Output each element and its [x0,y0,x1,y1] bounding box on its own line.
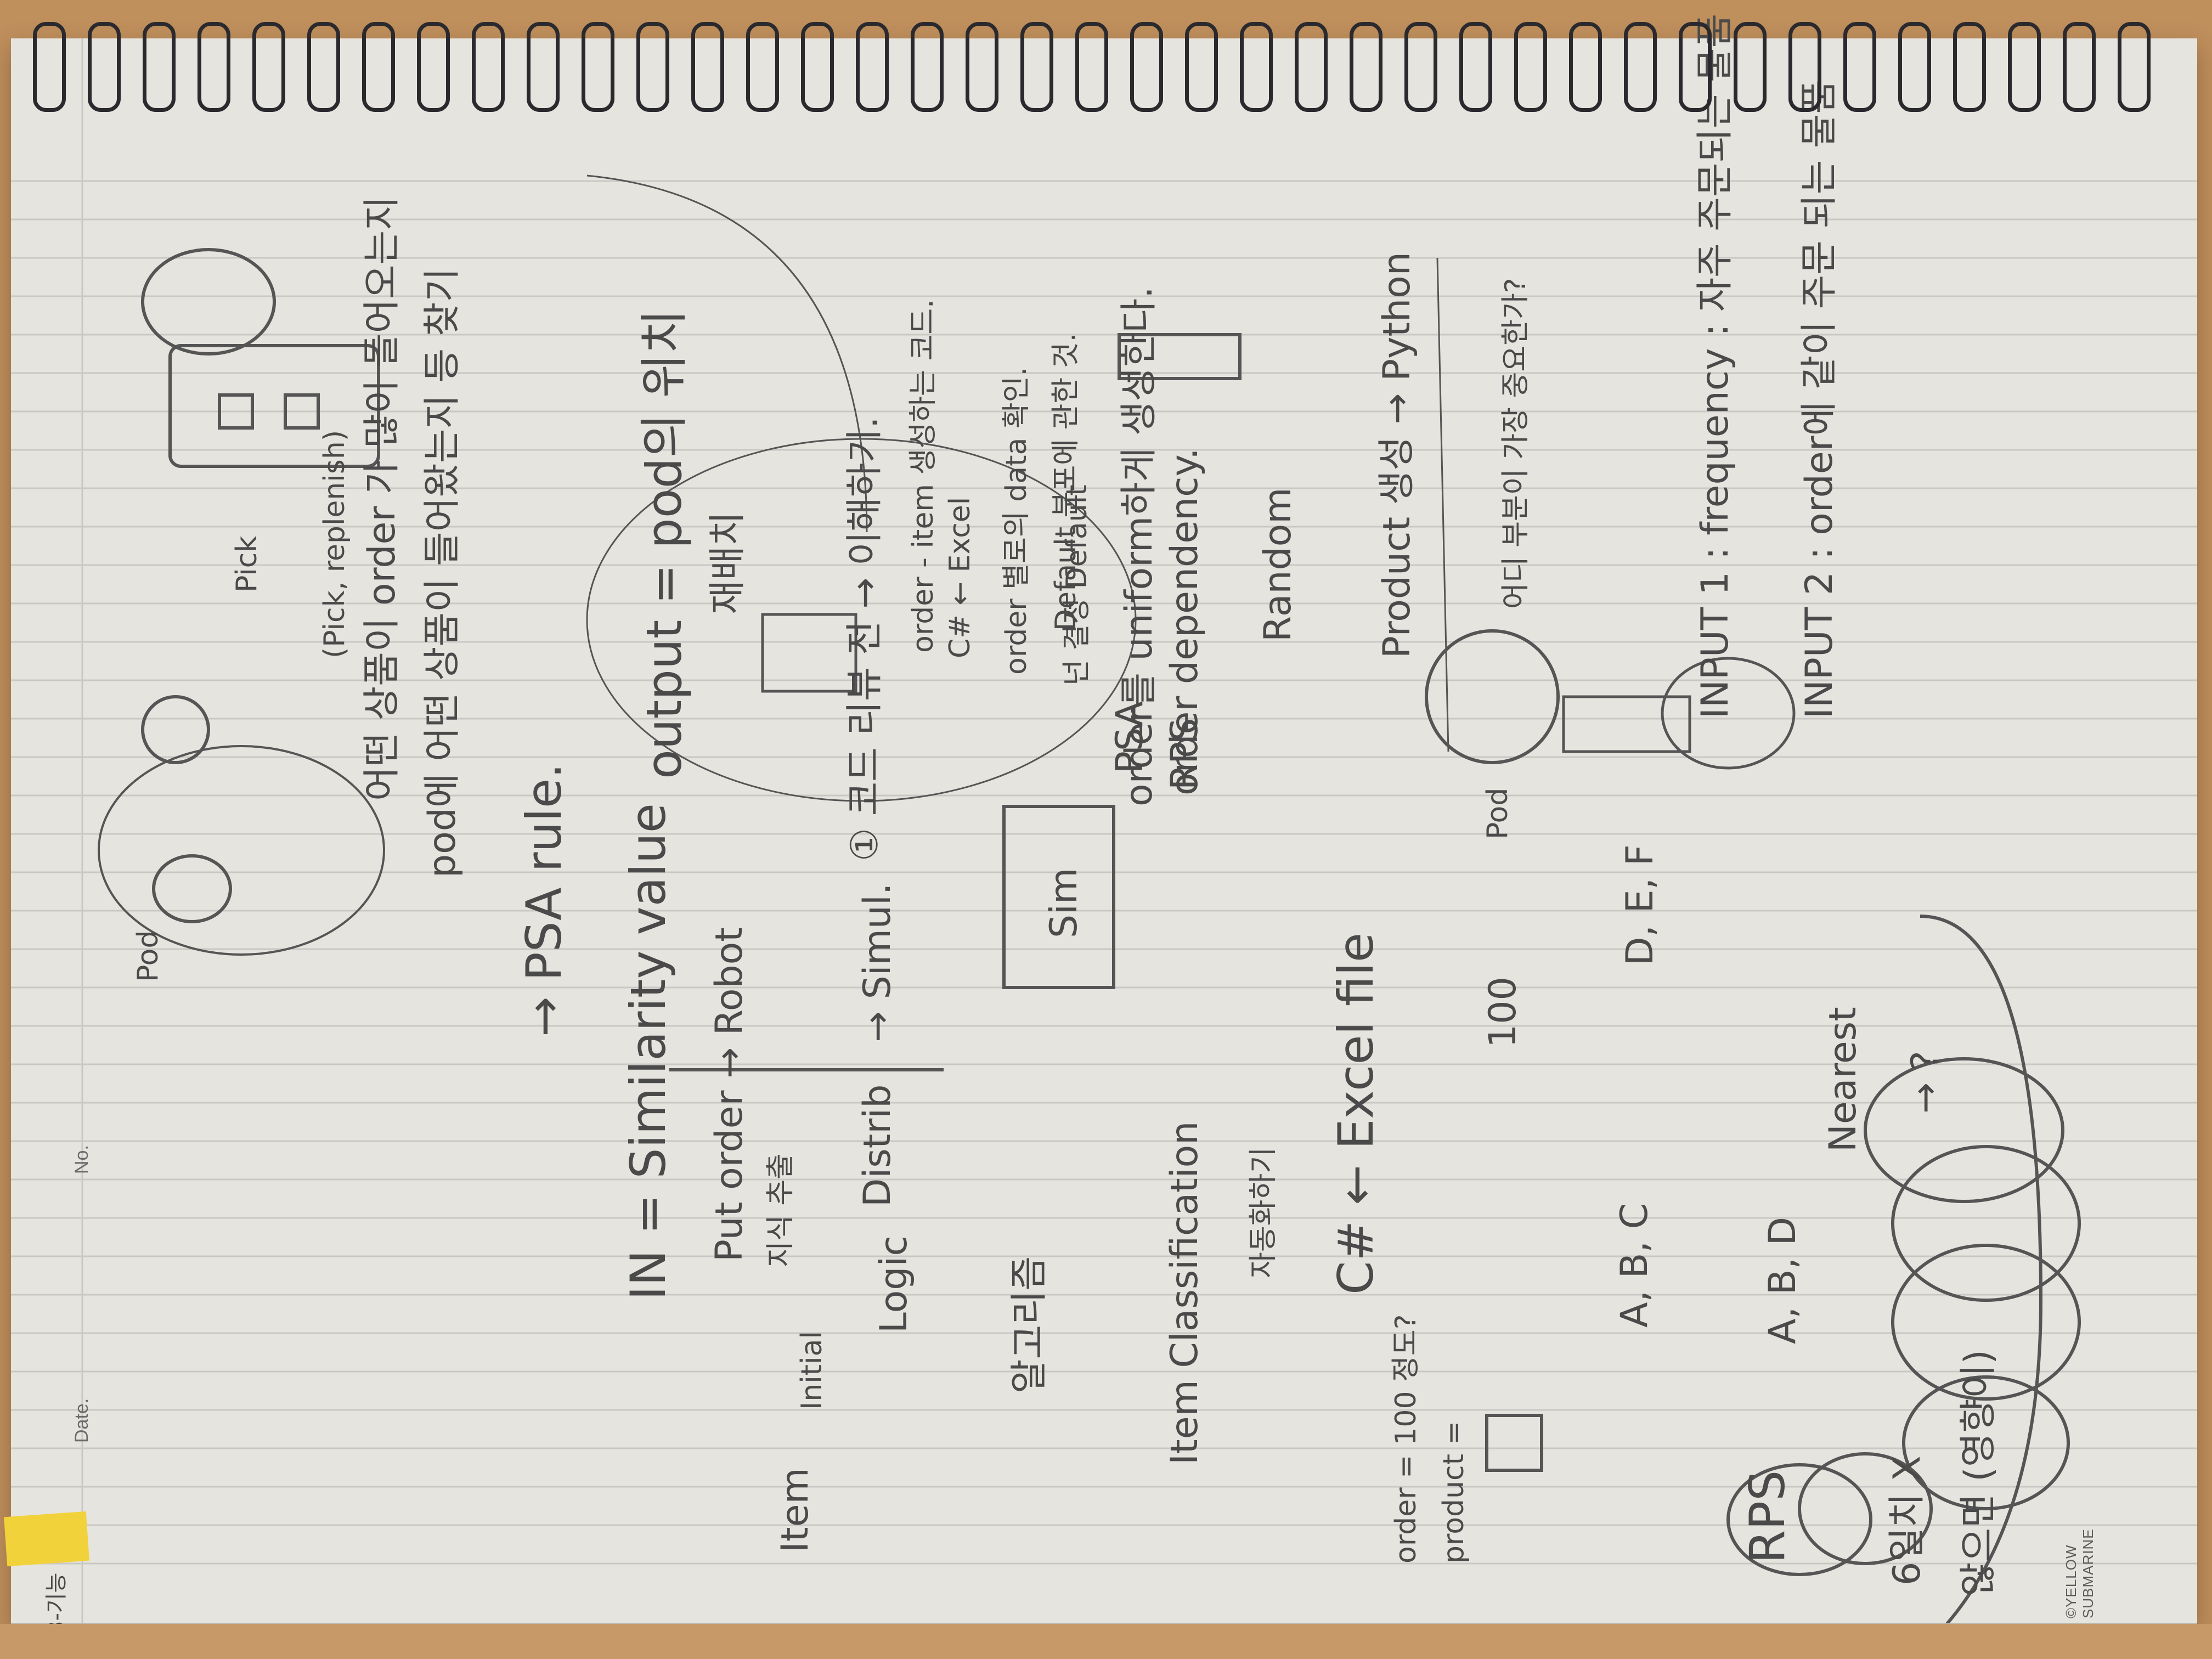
spiral-ring [801,22,834,112]
classification-note: 자동화하기 [1247,1147,1280,1278]
spiral-ring [307,22,340,112]
spiral-ring [1240,22,1273,112]
pod-label: Pod [132,930,165,982]
item1-c: order 별로의 data 확인. [1000,366,1033,675]
item1-a: order - item 생성하는 코드. [907,299,940,653]
spiral-ring [1624,22,1657,112]
spiral-ring [88,22,121,112]
item-classification: Item Classification [1163,1121,1206,1465]
spiral-ring [2118,22,2151,112]
item-label: Item [774,1468,817,1553]
question-mark: → ? [1904,1051,1947,1114]
spiral-ring [198,22,230,112]
pick-label: Pick [230,535,263,592]
abd-group: A, B, D [1761,1217,1804,1344]
hundred-label: 100 [1481,977,1525,1048]
spiral-ring [1843,22,1876,112]
distrib-label: Distrib [856,1084,899,1207]
spiral-ring [691,22,724,112]
sim-label: Sim [1042,867,1086,938]
spiral-ring [966,22,998,112]
ruled-lines [11,38,2197,1624]
spiral-ring [1295,22,1328,112]
pick-replenish-note: (Pick, replenish) [318,430,351,658]
spiral-ring [1898,22,1931,112]
spiral-ring [527,22,560,112]
knowledge-box: 지식 추출 [764,1153,797,1267]
spiral-ring [252,22,285,112]
spiral-ring [911,22,944,112]
dependency-a: order를 uniform하게 생성한다. [1118,286,1161,806]
dependency-b: order dependency. [1163,448,1206,795]
spiral-ring [1788,22,1821,112]
influence-note: 않으면 (영향이) [1957,1349,2000,1596]
spiral-ring [1020,22,1053,112]
input-line: IN = Similarity value [620,803,676,1300]
which-pod-line: pod에 어떤 상품이 들어왔는지 등 찾기 [421,268,464,878]
spiral-ring [636,22,669,112]
psa-rule: → PSA rule. [516,763,572,1037]
spiral-ring [2008,22,2041,112]
spiral-ring [1075,22,1108,112]
spiral-ring [1185,22,1218,112]
spiral-ring [417,22,450,112]
spiral-ring [1734,22,1767,112]
page-credit: ©YELLOW SUBMARINE [2063,1528,2096,1618]
put-line: Put order → Robot [708,927,751,1262]
logic-label: Logic [872,1235,916,1333]
spiral-ring [143,22,176,112]
spiral-ring [472,22,505,112]
product-gen: Product 생성 → Python [1375,252,1419,658]
desk-strip [0,1624,2212,1659]
output-line: output = pod의 위치 [636,309,692,779]
question-box: 어디 부분이 가장 중요한가? [1499,278,1532,609]
spiral-ring [746,22,779,112]
which-product-line: 어떤 상품이 order 가 많이 들어오는지 [360,196,404,801]
simul-label: → Simul. [856,883,899,1043]
spiral-ring [1350,22,1383,112]
nearest-label: Nearest [1821,1007,1865,1152]
item1-b: C# ← Excel [944,496,977,658]
warehouse-label: Pod [1481,787,1514,839]
algorithm-label: 알고리즘 [1008,1256,1051,1393]
spiral-ring [1514,22,1547,112]
date-label: Date. [71,1398,92,1443]
number-label: No. [71,1145,92,1174]
six-days: 6일치 X [1886,1455,1929,1585]
output-sub: 재배치 [706,511,749,614]
spiral-ring [1569,22,1602,112]
random-box: Random [1256,487,1300,642]
spiral-ring [582,22,614,112]
def-group: D, E, F [1618,844,1662,966]
spiral-ring [1404,22,1437,112]
spiral-ring [362,22,395,112]
csharp-excel: C# ← Excel file [1328,933,1384,1295]
product-count: product = [1437,1420,1470,1564]
order-count: order = 100 정도? [1390,1314,1423,1564]
rps-bottom: RPS [1739,1470,1796,1564]
notebook-page: Date. No. Pod Pick (Pick, replenish) 어떤 … [11,0,2197,1624]
spiral-ring [33,22,66,112]
input2-line: INPUT 2 : order에 같이 주문 되는 물품 [1798,79,1841,719]
item1-title: ① 코드 리뷰 전 → 이해하기. [843,416,887,861]
spiral-ring [856,22,889,112]
spiral-ring [1953,22,1986,112]
item1-d: Default 분포에 관한 것. [1049,332,1082,631]
spiral-ring [1130,22,1163,112]
initial-label: Initial [795,1331,828,1410]
abc-group: A, B, C [1613,1203,1656,1328]
spiral-ring [2063,22,2096,112]
spiral-ring [1459,22,1492,112]
sticky-tab [4,1511,89,1567]
spiral-ring [1679,22,1712,112]
